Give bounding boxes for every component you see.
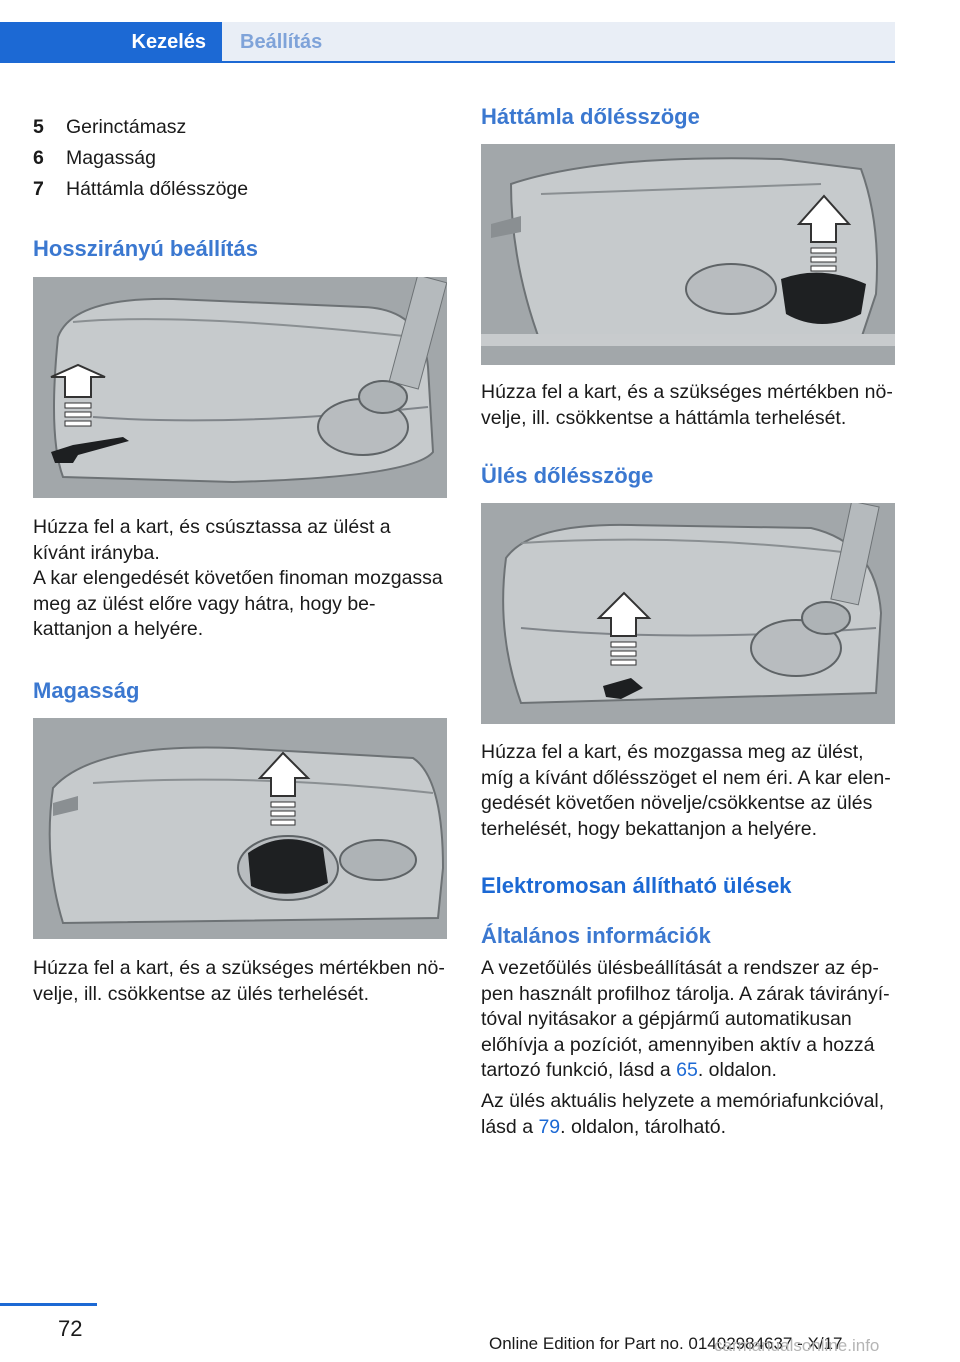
watermark: carmanualsonline.info: [714, 1336, 880, 1355]
memory-text-post: . oldalon, tárolható.: [560, 1115, 727, 1138]
list-label: Magasság: [66, 147, 156, 169]
list-item: 6 Magasság: [33, 143, 248, 174]
header-tabs: Kezelés Beállítás: [0, 22, 895, 62]
paragraph-general-info: A vezetőülés ülésbeállítását a rendszer …: [481, 956, 895, 1084]
heading-electric-seats: Elektromosan állítható ülések: [481, 873, 792, 898]
page-link-65[interactable]: 65: [676, 1059, 698, 1081]
paragraph-longitudinal-2: A kar elengedését követően finoman moz­g…: [33, 567, 443, 640]
seat-longitudinal-illustration: [33, 277, 447, 498]
paragraph-height: Húzza fel a kart, és a szükséges mértékb…: [33, 957, 445, 1005]
list-number: 7: [33, 178, 44, 200]
list-label: Gerinctámasz: [66, 116, 187, 138]
heading-height: Magasság: [33, 678, 140, 703]
list-item: 7 Háttámla dőlésszöge: [33, 174, 248, 205]
tab-beallitas[interactable]: Beállítás: [222, 22, 895, 62]
seat-angle-illustration: [481, 503, 895, 724]
header-divider: [0, 61, 895, 63]
heading-general-info: Általános információk: [481, 923, 711, 948]
general-text-pre: A vezetőülés ülésbeállítását a rendszer …: [481, 957, 890, 1081]
page-link-79[interactable]: 79: [538, 1115, 561, 1138]
paragraph-longitudinal-1: Húzza fel a kart, és csúsztassa az ülést…: [33, 516, 391, 564]
paragraph-backrest: Húzza fel a kart, és a szükséges mértékb…: [481, 381, 893, 429]
tab-kezeles[interactable]: Kezelés: [0, 22, 222, 62]
footer-divider: [0, 1303, 97, 1306]
heading-longitudinal: Hosszirányú beállítás: [33, 236, 258, 261]
paragraph-seat-angle: Húzza fel a kart, és mozgassa meg az ülé…: [481, 741, 891, 840]
heading-seat-angle: Ülés dőlésszöge: [481, 463, 654, 488]
page-number: 72: [58, 1316, 83, 1341]
edition-footer: Online Edition for Part no. 01402984637 …: [489, 1334, 843, 1353]
general-text-post: . oldalon.: [697, 1059, 777, 1081]
seat-backrest-illustration: [481, 144, 895, 365]
seat-height-illustration: [33, 718, 447, 939]
list-number: 5: [33, 116, 44, 138]
paragraph-memory: Az ülés aktuális helyzete a memóriafunkc…: [481, 1089, 895, 1140]
memory-text-pre: Az ülés aktuális helyzete a memóriafunkc…: [481, 1090, 885, 1138]
list-item: 5 Gerinctámasz: [33, 112, 248, 143]
heading-backrest: Háttámla dőlésszöge: [481, 104, 700, 129]
list-label: Háttámla dőlésszöge: [66, 178, 249, 200]
list-number: 6: [33, 147, 44, 169]
numbered-list: 5 Gerinctámasz 6 Magasság 7 Háttámla dőléss…: [33, 112, 248, 205]
